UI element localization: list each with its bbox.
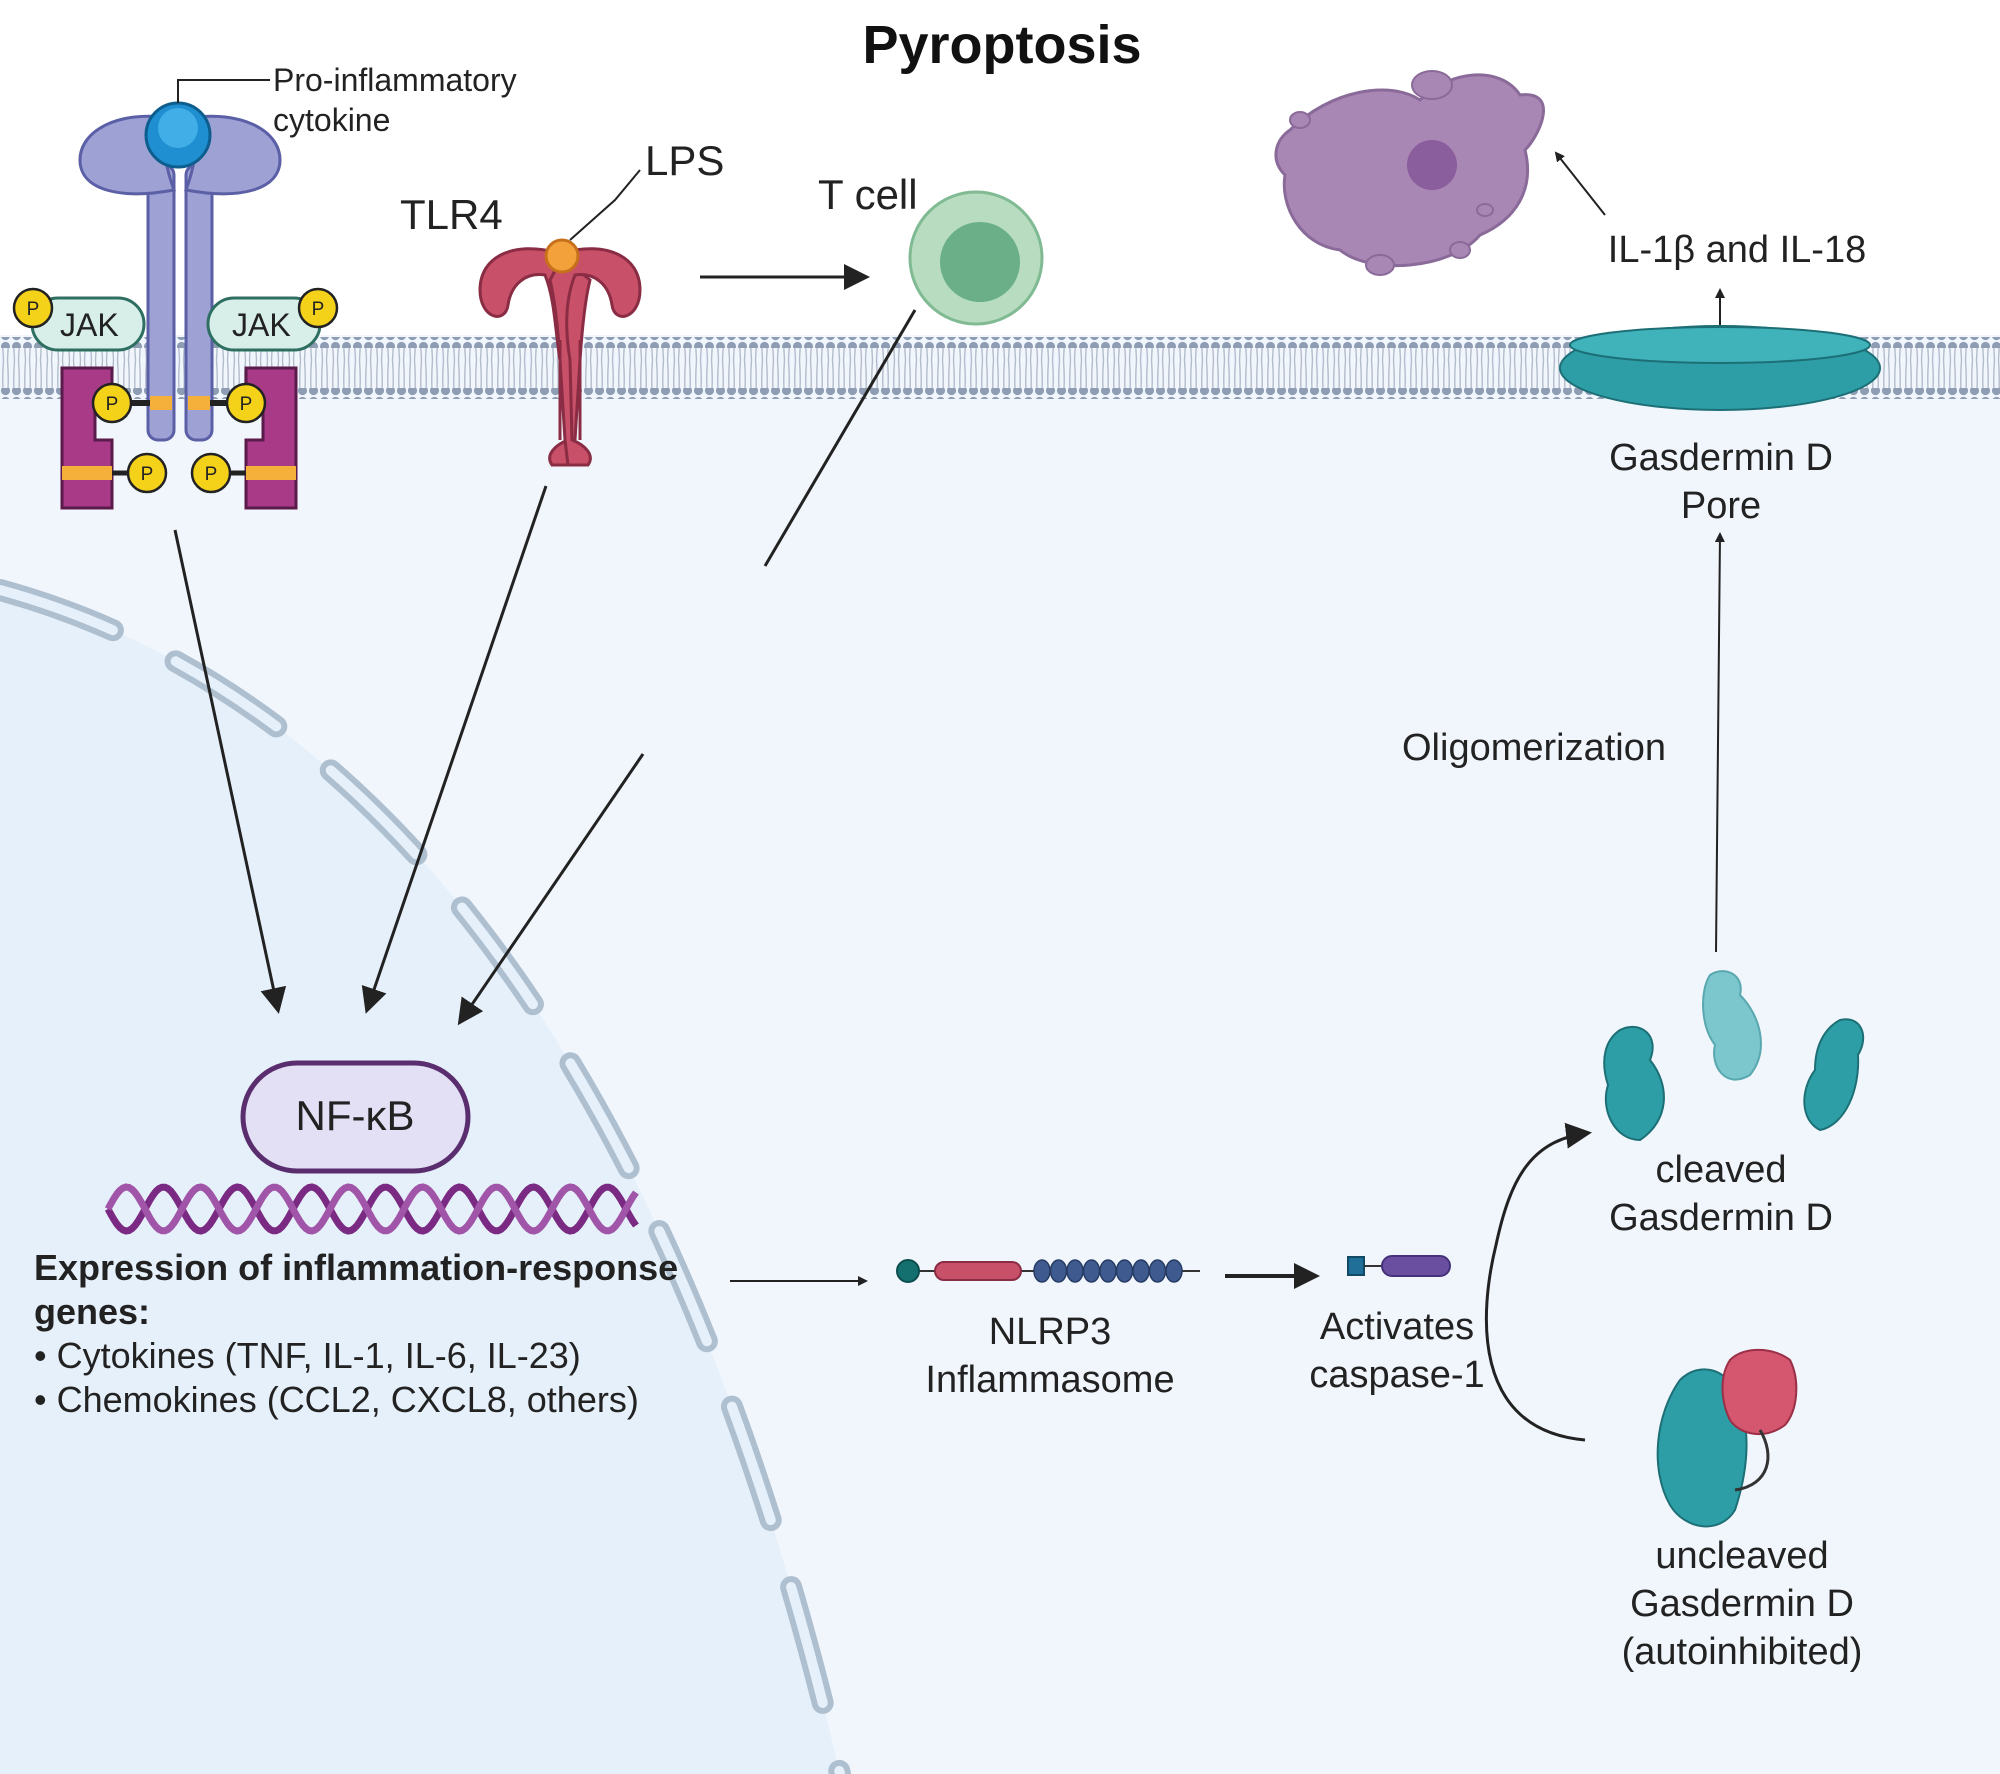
caspase-label-line-2: caspase-1 bbox=[1309, 1354, 1485, 1396]
lrr-bead bbox=[1115, 1259, 1134, 1283]
genes-item-chemokines: • Chemokines (CCL2, CXCL8, others) bbox=[34, 1379, 639, 1420]
gene-expression-block: Expression of inflammation-response gene… bbox=[34, 1246, 678, 1422]
nlrp3-label-line-1: NLRP3 bbox=[988, 1311, 1112, 1353]
tlr4-receptor bbox=[478, 169, 642, 467]
tlr4-label: TLR4 bbox=[400, 191, 503, 238]
genes-heading-2: genes: bbox=[34, 1291, 151, 1332]
phospho-label: P bbox=[141, 464, 154, 485]
lps-label: LPS bbox=[645, 137, 725, 184]
il-label: IL-1β and IL-18 bbox=[1607, 229, 1867, 271]
nlrp3-label-line-2: Inflammasome bbox=[925, 1359, 1175, 1401]
pore-label: Gasdermin D Pore bbox=[1609, 434, 1833, 530]
page-title: Pyroptosis bbox=[862, 15, 1142, 75]
tcell-label: T cell bbox=[818, 171, 918, 218]
lrr-bead bbox=[1148, 1259, 1167, 1283]
genes-item-cytokines: • Cytokines (TNF, IL-1, IL-6, IL-23) bbox=[34, 1335, 581, 1376]
lps-molecule bbox=[544, 238, 580, 274]
phospho-label: P bbox=[106, 394, 119, 415]
pathway-arrows bbox=[173, 151, 1725, 1442]
phospho-circle bbox=[91, 382, 133, 424]
phospho-circle bbox=[12, 287, 54, 329]
lrr-bead bbox=[1165, 1259, 1183, 1283]
lrr-bead bbox=[1099, 1259, 1117, 1283]
cleaved-label-line-2: Gasdermin D bbox=[1609, 1197, 1833, 1239]
uncleaved-gasdermin bbox=[1656, 1348, 1798, 1528]
pore-label-line-1: Gasdermin D bbox=[1609, 437, 1833, 479]
phospho-groups: P P P P P P bbox=[12, 287, 339, 494]
phospho-label: P bbox=[27, 299, 40, 320]
t-cell bbox=[908, 190, 1044, 326]
uncleaved-label: uncleaved Gasdermin D (autoinhibited) bbox=[1622, 1532, 1863, 1676]
phospho-circle bbox=[190, 452, 232, 494]
caspase-label: Activates caspase-1 bbox=[1309, 1303, 1484, 1399]
lrr-bead bbox=[1082, 1259, 1101, 1283]
cytokine-label: Pro-inflammatory cytokine bbox=[273, 60, 517, 140]
lrr-bead bbox=[1049, 1259, 1068, 1283]
phospho-label: P bbox=[240, 394, 253, 415]
cytokine-label-line-2: cytokine bbox=[273, 102, 391, 138]
gasdermin-pore bbox=[1559, 325, 1881, 411]
cytokine-receptor bbox=[30, 79, 322, 510]
dna-helix bbox=[104, 1183, 639, 1235]
cleaved-gasdermin-fragments bbox=[1603, 970, 1865, 1142]
jak-left-label: JAK bbox=[60, 307, 119, 343]
cytokine-label-line-1: Pro-inflammatory bbox=[273, 62, 517, 98]
jak-right-label: JAK bbox=[232, 307, 291, 343]
cleaved-label-line-1: cleaved bbox=[1655, 1149, 1787, 1191]
nucleus-region bbox=[0, 590, 840, 1774]
oligomerization-label: Oligomerization bbox=[1402, 727, 1666, 769]
caspase-label-line-1: Activates bbox=[1319, 1306, 1475, 1348]
phospho-circle bbox=[297, 287, 339, 329]
lrr-bead bbox=[1132, 1259, 1150, 1283]
nfkb-label: NF-κB bbox=[295, 1092, 415, 1139]
uncleaved-label-line-3: (autoinhibited) bbox=[1621, 1631, 1863, 1673]
cleaved-label: cleaved Gasdermin D bbox=[1609, 1146, 1833, 1242]
pore-label-line-2: Pore bbox=[1680, 485, 1762, 527]
phospho-circle bbox=[126, 452, 168, 494]
lrr-domain bbox=[1033, 1259, 1183, 1283]
phospho-label: P bbox=[312, 299, 325, 320]
phospho-label: P bbox=[205, 464, 218, 485]
nlrp3-label: NLRP3 Inflammasome bbox=[925, 1308, 1174, 1404]
uncleaved-label-line-2: Gasdermin D bbox=[1630, 1583, 1854, 1625]
uncleaved-label-line-1: uncleaved bbox=[1655, 1535, 1829, 1577]
phospho-circle bbox=[225, 382, 267, 424]
lrr-bead bbox=[1033, 1259, 1051, 1283]
dead-cell bbox=[1274, 70, 1545, 276]
caspase-1 bbox=[1347, 1255, 1451, 1277]
genes-heading-1: Expression of inflammation-response bbox=[34, 1247, 679, 1288]
nfkb-box bbox=[240, 1060, 471, 1174]
lrr-bead bbox=[1066, 1259, 1084, 1283]
